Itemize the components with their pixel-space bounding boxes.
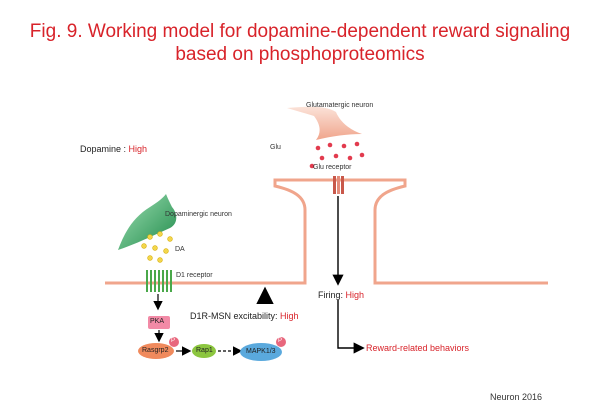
pka-label: PKA	[150, 318, 165, 325]
figure-title: Fig. 9. Working model for dopamine-depen…	[0, 20, 600, 66]
rasgrp2-node	[138, 343, 174, 359]
dopamine-level-label: Dopamine : High	[80, 144, 148, 154]
da-molecules	[141, 231, 173, 263]
glu-receptor-shape	[333, 176, 344, 194]
title-line-1: Fig. 9. Working model for dopamine-depen…	[29, 21, 571, 42]
excitability-value: High	[280, 311, 299, 321]
dopamine-level-value: High	[128, 144, 148, 154]
firing-value: High	[345, 290, 365, 300]
reward-behaviors-label: Reward-related behaviors	[366, 343, 470, 353]
rasgrp2-label: Rasgrp2	[142, 347, 169, 354]
rasgrp2-phospho-label: P	[171, 338, 176, 344]
rasgrp2-phospho-icon	[169, 337, 179, 347]
reward-arrow	[337, 300, 365, 354]
glutamatergic-neuron-label: Glutamatergic neuron	[306, 102, 374, 109]
pka-node	[148, 316, 170, 329]
mapk-node	[240, 343, 282, 361]
title-line-2: based on phosphoproteomics	[175, 44, 425, 65]
firing-label: Firing: High	[318, 290, 365, 300]
citation: Neuron 2016	[490, 392, 543, 402]
glu-molecules	[309, 141, 365, 169]
mapk-label: MAPK1/3	[246, 348, 276, 355]
d1-receptor-shape	[146, 270, 172, 292]
dopaminergic-neuron-label: Dopaminergic neuron	[165, 211, 232, 218]
dopaminergic-neuron-shape	[118, 194, 177, 250]
postsynaptic-membrane	[105, 178, 548, 285]
rap1-node	[192, 344, 216, 358]
da-label: DA	[175, 246, 185, 253]
glu-label: Glu	[270, 144, 281, 151]
d1-receptor-label: D1 receptor	[176, 272, 213, 279]
rap1-label: Rap1	[196, 347, 213, 354]
glutamatergic-neuron-shape	[287, 106, 362, 140]
excitability-label: D1R-MSN excitability: High	[190, 311, 299, 321]
mapk-phospho-label: P	[278, 338, 283, 344]
mapk-phospho-icon	[276, 337, 286, 347]
glu-receptor-label: Glu receptor	[313, 164, 352, 171]
